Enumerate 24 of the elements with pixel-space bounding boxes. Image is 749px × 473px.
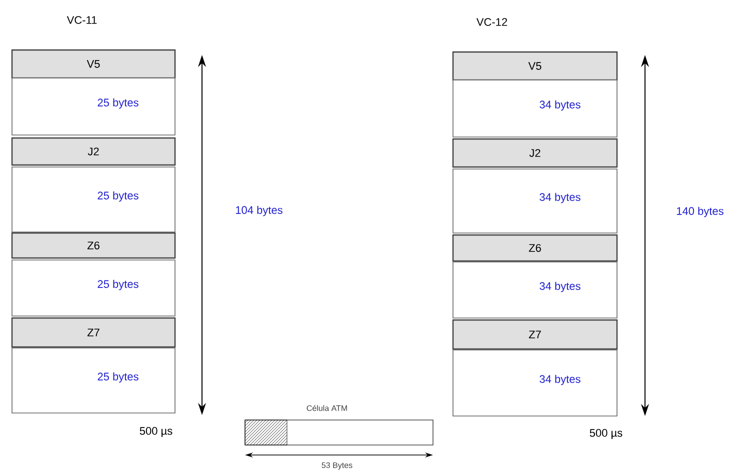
payload-box: 25 bytes (12, 166, 176, 232)
header-box: J2 (452, 138, 618, 168)
header-box: J2 (11, 137, 176, 166)
payload-box: 34 bytes (452, 168, 618, 234)
column-title: VC-12 (475, 17, 509, 27)
dimension-label: 140 bytes (675, 206, 725, 218)
payload-box: 25 bytes (12, 78, 176, 136)
payload-box: 25 bytes (12, 348, 176, 414)
dimension-label: 53 Bytes (320, 461, 354, 471)
atm-cell: Célula ATM (244, 405, 347, 446)
header-box: Z7 (452, 319, 618, 350)
header-box: V5 (452, 51, 618, 81)
duration-label: 500 µs (588, 428, 624, 440)
header-box: V5 (11, 49, 176, 79)
duration-label: 500 µs (138, 426, 174, 438)
column-title: VC-11 (66, 15, 98, 25)
payload-box: 34 bytes (452, 262, 618, 318)
payload-box: 25 bytes (12, 260, 176, 316)
header-box: Z6 (452, 234, 618, 262)
dimension-label: 104 bytes (234, 204, 284, 218)
payload-box: 34 bytes (452, 350, 618, 416)
header-box: Z6 (11, 232, 176, 259)
header-box: Z7 (11, 317, 176, 348)
payload-box: 34 bytes (452, 80, 618, 138)
